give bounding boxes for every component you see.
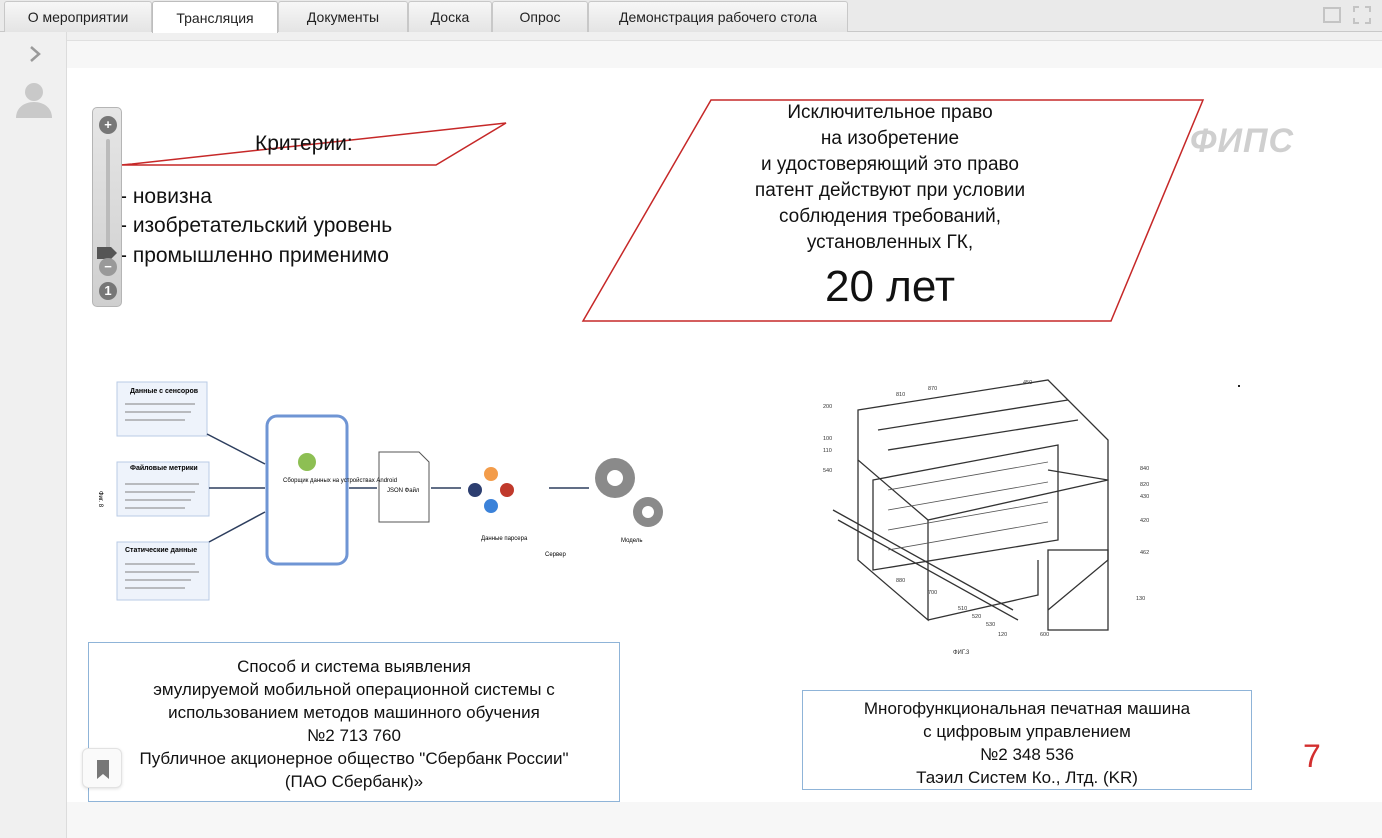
diagram-static-label: Статические данные [125, 547, 197, 554]
machine-fig-label: ФИГ.3 [953, 650, 970, 656]
patent-box-sber: Способ и система выявления эмулируемой м… [88, 642, 620, 802]
bookmark-button[interactable] [82, 748, 122, 788]
machine-part-label: 200 [823, 404, 832, 410]
machine-part-label: 100 [823, 436, 832, 442]
diagram-sensors-label: Данные с сенсоров [130, 388, 199, 395]
diagram-fig-label: Фиг. 8 [97, 491, 103, 508]
machine-part-label: 430 [1140, 494, 1149, 500]
machine-part-label: 110 [823, 448, 832, 454]
patent-line: №2 348 536 [980, 745, 1074, 764]
diagram-server-label: Сервер [545, 552, 566, 558]
bookmark-icon [97, 760, 109, 779]
window-restore-icon[interactable] [1322, 5, 1342, 25]
criteria-parallelogram [119, 122, 507, 166]
patent-line: (ПАО Сбербанк)» [284, 772, 424, 791]
rights-line: Исключительное право [787, 102, 993, 123]
patent-line: с цифровым управлением [923, 722, 1131, 741]
zoom-control: + − 1 [92, 107, 122, 307]
machine-part-label: 870 [928, 386, 937, 392]
machine-part-label: 420 [1140, 518, 1149, 524]
machine-part-label: 462 [1140, 550, 1149, 556]
patent-line: использованием методов машинного обучени… [168, 703, 540, 722]
patent-line: Способ и система выявления [237, 657, 471, 676]
rights-line: на изобретение [820, 128, 960, 149]
machine-part-label: 820 [1140, 482, 1149, 488]
machine-part-label: 510 [958, 606, 967, 612]
machine-part-label: 840 [1140, 466, 1149, 472]
tab-documents[interactable]: Документы [278, 1, 408, 32]
rights-parallelogram [581, 99, 1205, 322]
criteria-item: - изобретательский уровень [120, 214, 393, 237]
patent-box-taeil: Многофункциональная печатная машина с ци… [802, 690, 1252, 790]
rights-line: соблюдения требований, [778, 206, 1002, 227]
patent-line: №2 713 760 [307, 726, 401, 745]
zoom-reset-button[interactable]: 1 [99, 282, 117, 300]
rights-text: Исключительное право на изобретение и уд… [640, 100, 1140, 256]
machine-part-label: 700 [928, 590, 937, 596]
machine-part-label: 520 [972, 614, 981, 620]
fips-logo: ФИПС [1190, 122, 1295, 160]
criteria-title: Критерии: [255, 132, 353, 155]
rights-line: патент действуют при условии [754, 180, 1026, 201]
tab-desktop-share[interactable]: Демонстрация рабочего стола [588, 1, 848, 32]
user-icon[interactable] [12, 78, 56, 122]
diagram-collector-label: Сборщик данных на устройствах Android [283, 477, 397, 484]
machine-part-label: 540 [823, 468, 832, 474]
patent-line: эмулируемой мобильной операционной систе… [153, 680, 555, 699]
ml-diagram: Данные с сенсоров Файловые метрики Стати… [97, 381, 663, 601]
slide-shapes [119, 99, 1205, 322]
machine-part-label: 880 [896, 578, 905, 584]
patent-line: Таэил Систем Ко., Лтд. (KR) [916, 768, 1138, 787]
patent-line: Публичное акционерное общество "Сбербанк… [139, 749, 569, 768]
criteria-item: - новизна [120, 185, 212, 208]
machine-part-label: 530 [986, 622, 995, 628]
term-text: 20 лет [824, 262, 955, 311]
tab-bar: О мероприятии Трансляция Документы Доска… [0, 0, 1382, 33]
diagram-parser-label: Данные парсера [481, 536, 528, 542]
machine-part-label: 120 [998, 632, 1007, 638]
printing-machine-drawing: ФИГ.3 450 870 810 200 100 110 540 880 70… [823, 379, 1149, 656]
tab-broadcast[interactable]: Трансляция [152, 1, 278, 33]
diagram-json-label: JSON Файл [387, 487, 420, 494]
machine-part-label: 450 [1023, 380, 1032, 386]
zoom-slider-track[interactable] [106, 139, 110, 257]
diagram-files-label: Файловые метрики [130, 464, 198, 472]
left-rail [0, 32, 67, 838]
rights-line: и удостоверяющий это право [761, 154, 1019, 175]
slide-page-number: 7 [1303, 738, 1321, 774]
criteria-item: - промышленно применимо [120, 244, 389, 267]
tab-about[interactable]: О мероприятии [4, 1, 152, 32]
tab-poll[interactable]: Опрос [492, 1, 588, 32]
tab-board[interactable]: Доска [408, 1, 492, 32]
gears-icon [595, 458, 663, 527]
machine-part-label: 810 [896, 392, 905, 398]
machine-part-label: 130 [1136, 596, 1145, 602]
rights-line: установленных ГК, [806, 232, 974, 253]
slide-dot [1238, 385, 1240, 387]
zoom-slider-handle[interactable] [97, 247, 117, 259]
machine-part-label: 600 [1040, 632, 1049, 638]
chevron-right-icon[interactable] [26, 44, 44, 64]
zoom-in-button[interactable]: + [99, 116, 117, 134]
zoom-out-button[interactable]: − [99, 258, 117, 276]
patent-line: Многофункциональная печатная машина [863, 699, 1191, 718]
fullscreen-icon[interactable] [1352, 5, 1372, 25]
diagram-model-label: Модель [621, 538, 643, 544]
